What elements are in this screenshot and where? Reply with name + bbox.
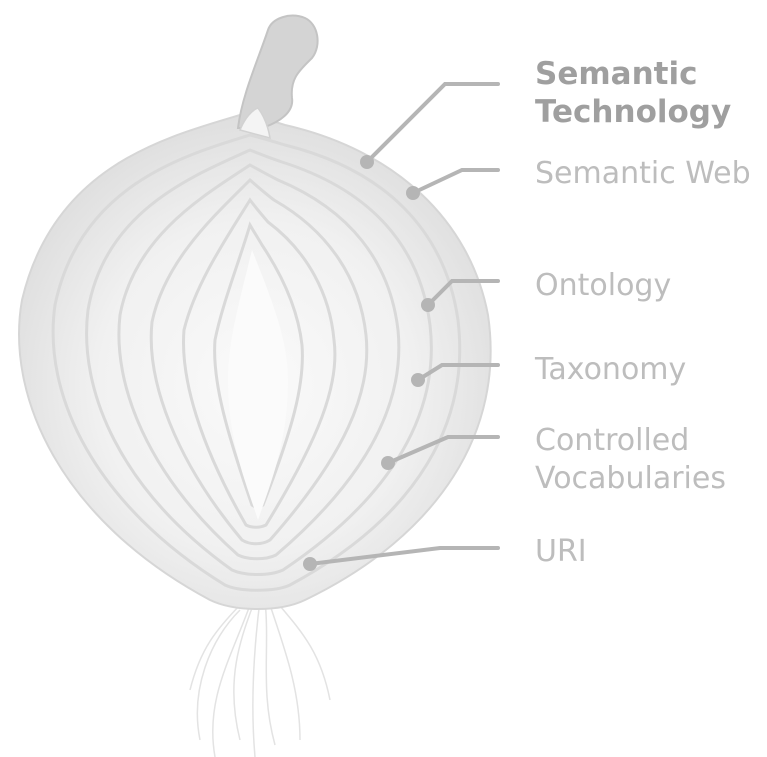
label-ontology: Ontology xyxy=(535,267,671,305)
label-line: Controlled xyxy=(535,422,726,460)
connector-semantic-web xyxy=(413,170,498,193)
dot-semantic-web xyxy=(406,186,420,200)
label-uri: URI xyxy=(535,533,587,571)
label-semantic-technology: Semantic Technology xyxy=(535,55,731,131)
dot-controlled-vocabularies xyxy=(381,456,395,470)
label-line: Technology xyxy=(535,93,731,131)
connector-semantic-technology xyxy=(367,84,498,162)
label-line: Semantic xyxy=(535,55,731,93)
label-line: Semantic Web xyxy=(535,155,751,193)
dot-semantic-technology xyxy=(360,155,374,169)
onion-roots xyxy=(190,600,330,757)
dot-uri xyxy=(303,557,317,571)
onion-stem xyxy=(238,16,318,128)
label-controlled-vocabularies: Controlled Vocabularies xyxy=(535,422,726,498)
label-semantic-web: Semantic Web xyxy=(535,155,751,193)
label-line: Taxonomy xyxy=(535,351,686,389)
label-line: Ontology xyxy=(535,267,671,305)
label-line: URI xyxy=(535,533,587,571)
label-line: Vocabularies xyxy=(535,460,726,498)
dot-ontology xyxy=(421,298,435,312)
label-taxonomy: Taxonomy xyxy=(535,351,686,389)
dot-taxonomy xyxy=(411,373,425,387)
